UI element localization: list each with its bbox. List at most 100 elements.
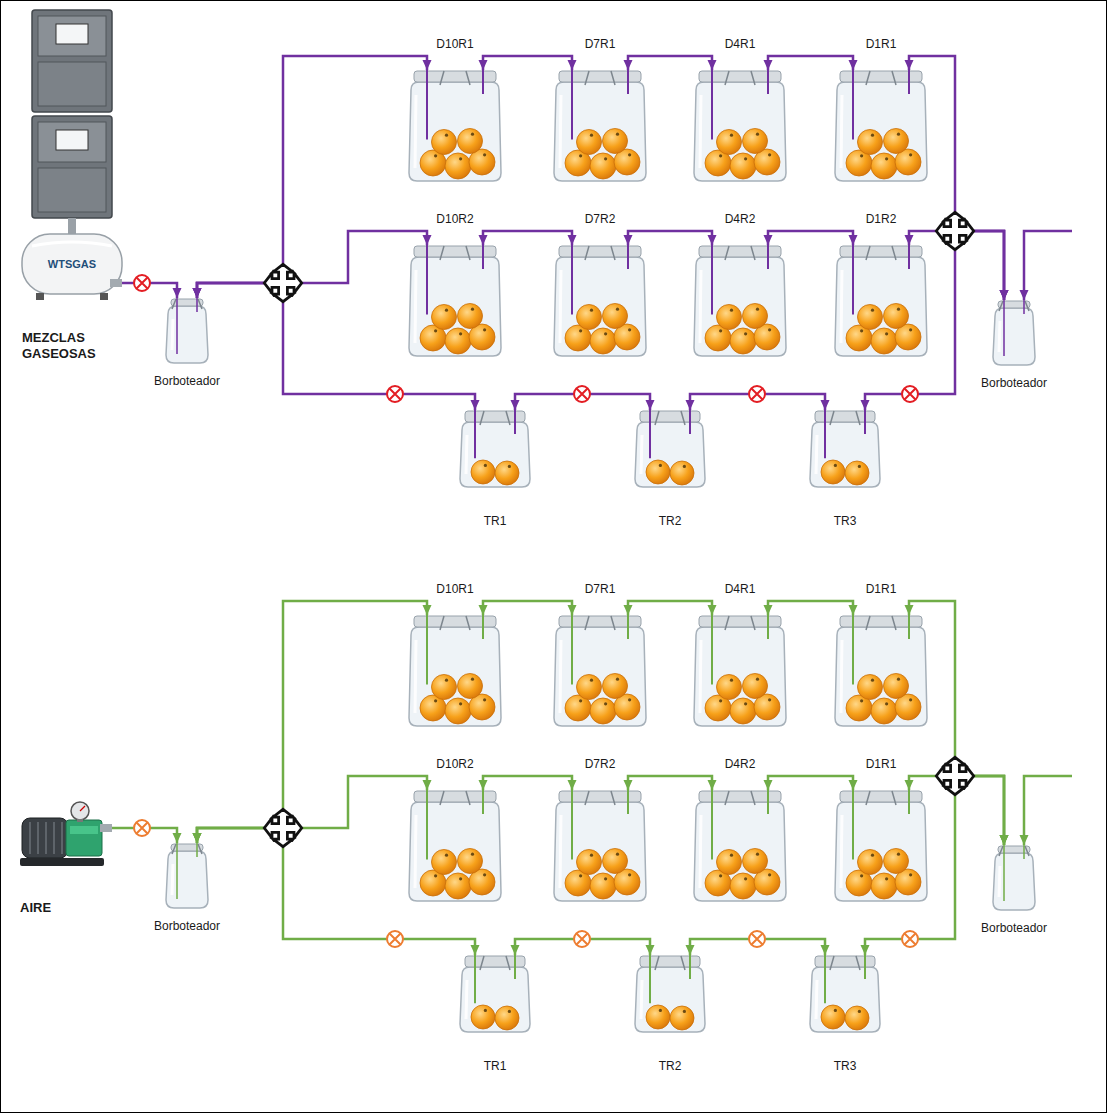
fruit-jar-drawing [730, 679, 733, 682]
jar-label: TR1 [484, 1059, 507, 1073]
fruit-jar-drawing [440, 71, 470, 85]
connector-group [112, 56, 1004, 955]
fruit-jar-drawing [866, 791, 896, 805]
valve-symbol [134, 820, 150, 836]
control-jar-drawing [864, 955, 866, 979]
fruit-jar-drawing [560, 270, 561, 343]
fruit-jar-drawing [730, 309, 733, 312]
fruit-jar-drawing [616, 308, 619, 311]
fruit-jar-drawing [884, 129, 909, 154]
fruit-jar-drawing [852, 70, 854, 139]
fruit-jar-drawing [406, 615, 504, 727]
control-jar-drawing [670, 1006, 694, 1030]
gas-pipe [768, 601, 853, 615]
fruit-jar: D7R1 [551, 70, 649, 182]
fruit-jar-drawing [691, 615, 789, 727]
fruit-jar-drawing [744, 702, 747, 705]
distributor-symbol [264, 264, 301, 301]
fruit-jar-drawing [471, 678, 474, 681]
fruit-jar-drawing [616, 853, 619, 856]
control-jar-drawing [635, 967, 705, 1032]
control-jar-drawing [858, 1010, 861, 1013]
control-jar-drawing [635, 955, 705, 1032]
fruit-jar-drawing [627, 790, 629, 814]
gas-pipe [483, 776, 572, 790]
bubbler-drawing [1023, 300, 1025, 314]
fruit-jar-drawing [459, 332, 462, 335]
control-jar-drawing [484, 1009, 487, 1012]
gas-pipe [628, 231, 712, 245]
bubbler-drawing [993, 853, 1035, 910]
bubbler-drawing [163, 298, 211, 364]
valve-symbol [752, 934, 763, 945]
control-jar-drawing [655, 411, 685, 425]
control-jar-drawing [670, 461, 694, 485]
control-jar-drawing [635, 422, 705, 487]
air-pump-drawing [80, 806, 85, 811]
fruit-jar-drawing [852, 245, 854, 314]
distributor-symbol [936, 757, 973, 794]
fruit-jar-drawing [603, 849, 628, 874]
fruit-jar: D4R1 [691, 70, 789, 182]
gas-cylinder: MEZCLAS GASEOSAS [22, 10, 122, 300]
fruit-jar-drawing [590, 134, 593, 137]
fruit-jar: D10R1 [406, 615, 504, 727]
gas-pipe [483, 231, 572, 245]
fruit-jar-drawing [885, 157, 888, 160]
fruit-jar-drawing [885, 877, 888, 880]
control-jar-drawing [474, 955, 476, 1003]
fruit-jar-drawing [832, 245, 930, 357]
air-pump-drawing [66, 820, 102, 856]
fruit-jar-drawing [483, 328, 486, 331]
control-jar-drawing [810, 955, 880, 1032]
gas-pipe [197, 776, 427, 843]
bubbler-drawing [163, 843, 211, 909]
fruit-jar-drawing [832, 70, 930, 182]
fruit-jar-drawing [426, 245, 428, 314]
valve-symbol [749, 386, 765, 402]
fruit-jar-drawing [432, 850, 457, 875]
fruit-jar: D1R2 [832, 245, 930, 357]
air-pump-drawing [61, 822, 63, 854]
control-jar-drawing [834, 1009, 837, 1012]
valve-symbol [574, 386, 590, 402]
control-jar-drawing [632, 955, 708, 1033]
fruit-jar-drawing [908, 70, 910, 94]
fruit-jar-drawing [835, 802, 927, 901]
gas-cylinder-drawing [22, 10, 122, 300]
fruit-jar-drawing [409, 82, 501, 181]
fruit-jar-drawing [571, 615, 573, 684]
control-jar-drawing [830, 956, 860, 970]
fruit-jar-drawing [730, 153, 756, 179]
fruit-jar: D10R1 [406, 70, 504, 182]
control-jar-drawing [471, 460, 495, 484]
fruit-jar-drawing [909, 153, 912, 156]
bubbler-drawing [172, 319, 173, 350]
fruit-jar-drawing [866, 246, 896, 260]
fruit-jar-drawing [482, 70, 484, 94]
control-jar: TR2 [632, 955, 708, 1033]
gas-cylinder-drawing [38, 16, 106, 56]
control-jar-drawing [495, 461, 519, 485]
fruit-jar-drawing [445, 854, 448, 857]
control-jar-drawing [683, 1010, 686, 1013]
jar-label: D1R2 [866, 212, 897, 226]
fruit-jar-drawing [445, 328, 471, 354]
fruit-jar-drawing [835, 627, 927, 726]
gas-cylinder-drawing [22, 234, 122, 294]
control-jar: TR3 [807, 410, 883, 488]
equipment-label: MEZCLAS GASEOSAS [22, 330, 122, 361]
bubbler-drawing [990, 300, 1038, 366]
fruit-jar-drawing [711, 245, 713, 314]
jar-label: TR2 [659, 1059, 682, 1073]
bubbler-drawing [166, 843, 208, 908]
fruit-jar-drawing [590, 153, 616, 179]
fruit-jar-drawing [691, 70, 789, 182]
jar-label: D4R1 [725, 582, 756, 596]
fruit-jar-drawing [554, 257, 646, 356]
gas-pipe [197, 56, 427, 298]
fruit-jar-drawing [835, 70, 927, 181]
control-jar-drawing [845, 461, 869, 485]
